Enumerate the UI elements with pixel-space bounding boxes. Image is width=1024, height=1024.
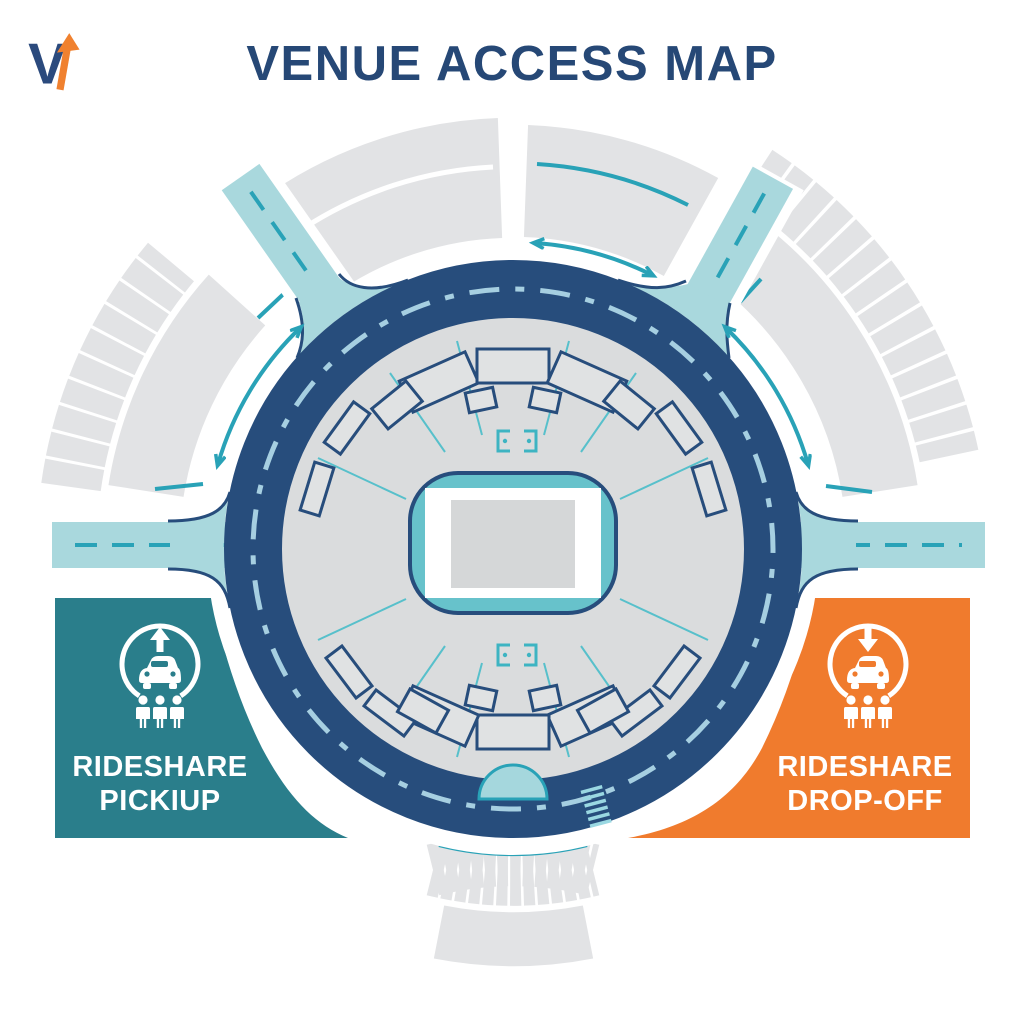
seating-step bbox=[575, 686, 631, 736]
seating-tab bbox=[527, 683, 563, 713]
icon-circle bbox=[119, 623, 201, 698]
ring-road-centerline bbox=[250, 286, 776, 812]
seating-bar bbox=[651, 643, 703, 701]
dropoff-label-line2: DROP-OFF bbox=[787, 785, 943, 817]
car-headlight bbox=[878, 671, 884, 677]
icon-circle bbox=[827, 623, 909, 698]
car-wheel bbox=[877, 683, 885, 689]
car-wheel bbox=[851, 683, 859, 689]
flare-top-left-edge-b bbox=[337, 273, 409, 290]
parking-band-top-left bbox=[272, 118, 504, 292]
logo-arrow-head bbox=[56, 33, 80, 53]
seating-step bbox=[369, 378, 425, 432]
car-window bbox=[151, 661, 168, 667]
parking-band-bottom bbox=[433, 905, 594, 967]
band-accent-left-lower bbox=[154, 482, 204, 491]
seating-tab bbox=[527, 385, 563, 415]
band-accent-top-right bbox=[536, 162, 689, 207]
car-headlight bbox=[170, 671, 176, 677]
band-separator-line bbox=[302, 164, 494, 231]
stairs-marking bbox=[580, 785, 612, 828]
dropoff-zone-label: RIDESHARE DROP-OFF bbox=[730, 750, 1000, 818]
dropoff-zone-panel bbox=[628, 598, 970, 838]
car-wheel bbox=[143, 683, 151, 689]
pickup-label-line1: RIDESHARE bbox=[72, 751, 248, 783]
parking-band-left bbox=[108, 274, 266, 498]
gate-marker-south bbox=[496, 643, 538, 667]
parking-stalls-left bbox=[41, 242, 195, 492]
seating-bar bbox=[361, 687, 419, 739]
seating-bar bbox=[654, 399, 704, 457]
direction-arrow-top bbox=[535, 243, 652, 275]
up-arrow-icon bbox=[150, 627, 170, 652]
pickup-label-line2: PICKIUP bbox=[99, 785, 221, 817]
road-top-right-centerline bbox=[711, 192, 766, 288]
flare-left-edge-top bbox=[167, 491, 232, 523]
road-flares bbox=[167, 273, 859, 609]
flare-top-right bbox=[621, 281, 728, 356]
central-field bbox=[408, 471, 618, 615]
parking-stalls-bottom-2 bbox=[426, 844, 600, 906]
south-entrance-bump bbox=[477, 763, 549, 801]
seating-step bbox=[395, 686, 451, 736]
band-accent-right-lower bbox=[825, 484, 873, 494]
dropoff-label-line1: RIDESHARE bbox=[777, 751, 953, 783]
brand-logo: V bbox=[28, 33, 80, 97]
direction-arrow-left bbox=[218, 328, 300, 464]
car-headlight bbox=[852, 671, 858, 677]
flare-right-edge-top bbox=[794, 491, 859, 523]
seating-block bbox=[475, 347, 551, 385]
car-body bbox=[847, 656, 889, 683]
flare-top-left bbox=[298, 276, 405, 356]
pickup-zone-panel bbox=[55, 598, 348, 838]
seating-tab bbox=[463, 683, 499, 713]
road-top-left-centerline bbox=[249, 190, 314, 280]
car-down-arrow-icon bbox=[827, 623, 909, 698]
seating-bar bbox=[322, 399, 372, 457]
seating-bar bbox=[690, 460, 728, 518]
car-up-arrow-icon bbox=[119, 623, 201, 698]
car-window bbox=[859, 661, 876, 667]
direction-arrows bbox=[218, 243, 808, 464]
down-arrow-icon bbox=[858, 627, 878, 652]
page-title: VENUE ACCESS MAP bbox=[246, 37, 778, 91]
flare-left-edge-bottom bbox=[167, 567, 232, 609]
seating-tab bbox=[463, 385, 499, 415]
field-surface bbox=[451, 500, 575, 588]
direction-arrow-right bbox=[726, 328, 808, 464]
car-headlight bbox=[144, 671, 150, 677]
seating-sections bbox=[298, 347, 728, 751]
car-wheel bbox=[169, 683, 177, 689]
logo-arrow-shaft bbox=[56, 47, 71, 91]
seating-bar bbox=[323, 643, 375, 701]
flare-right-edge-bottom bbox=[794, 567, 859, 609]
pickup-zone-label: RIDESHARE PICKIUP bbox=[25, 750, 295, 818]
seating-bar bbox=[298, 460, 336, 518]
seating-bar bbox=[607, 687, 665, 739]
passengers-icon-pickup bbox=[136, 695, 184, 728]
car-body bbox=[139, 656, 181, 683]
seating-block bbox=[475, 713, 551, 751]
gate-marker-north bbox=[496, 429, 538, 453]
parking-band-top-right bbox=[522, 125, 719, 277]
flare-top-right-edge-b bbox=[617, 278, 687, 290]
passengers-icon-dropoff bbox=[844, 695, 892, 728]
seating-step bbox=[601, 378, 657, 432]
